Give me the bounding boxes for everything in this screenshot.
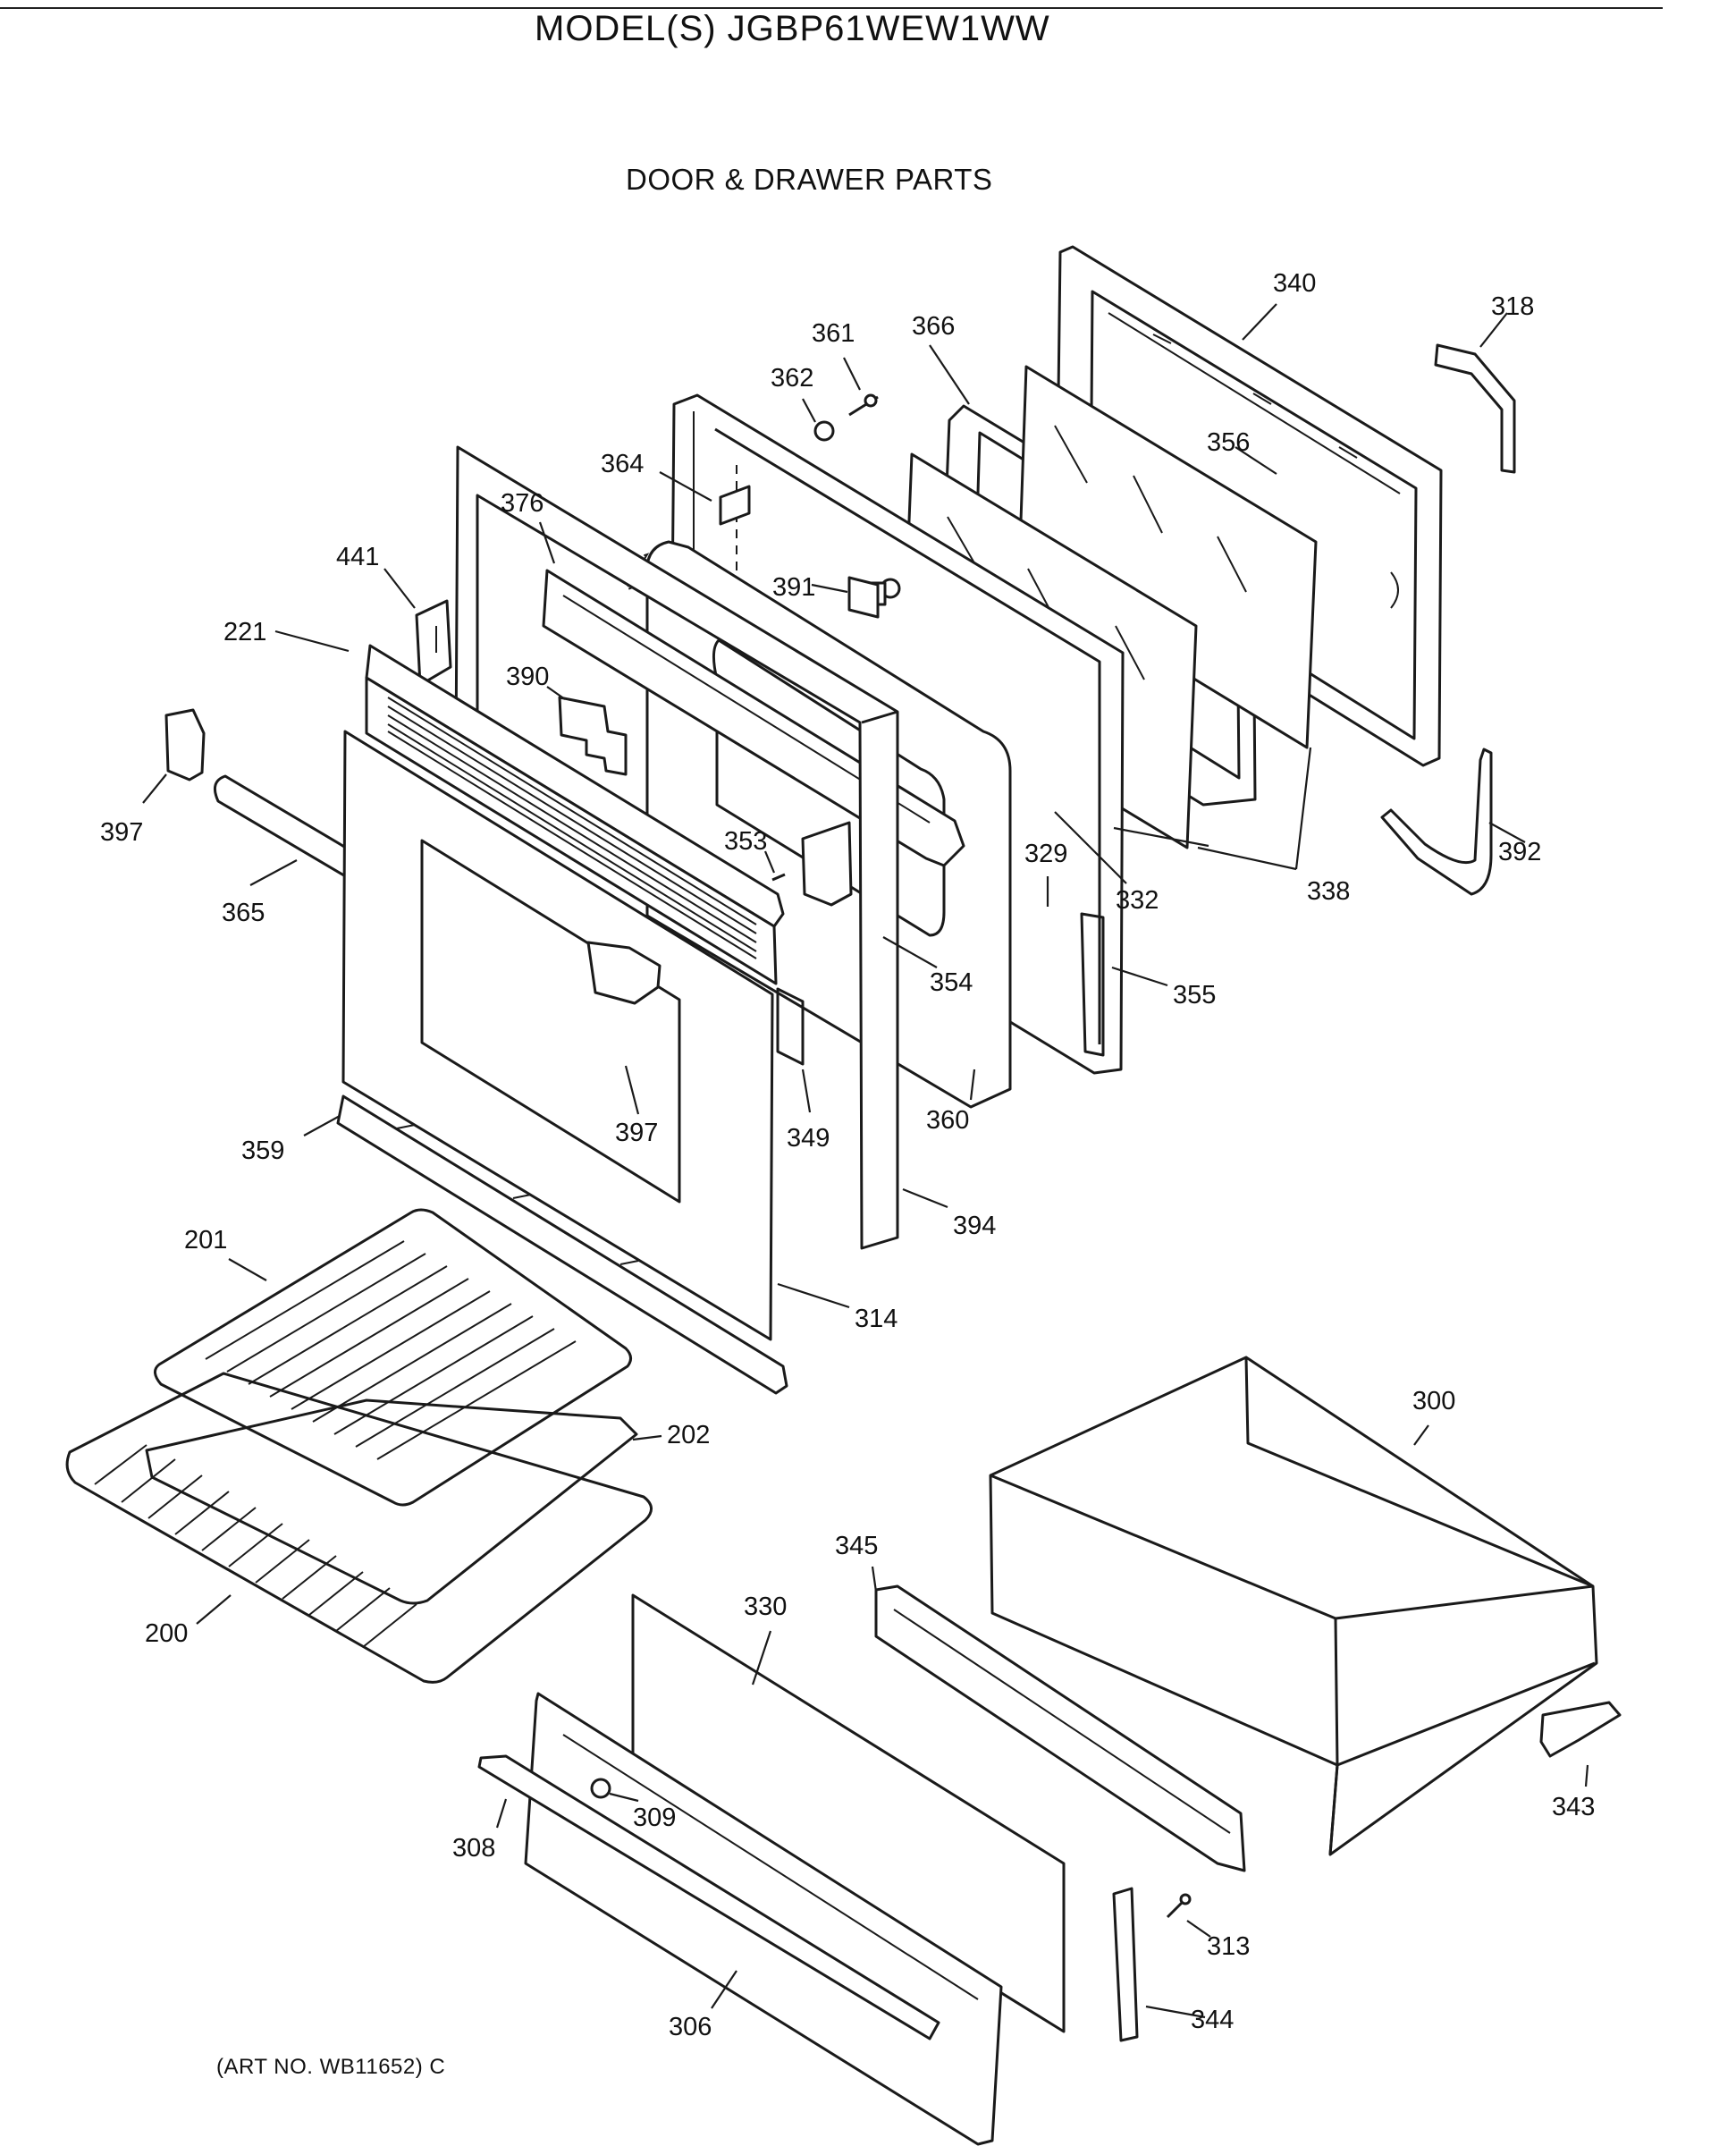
callout-308: 308	[452, 1834, 495, 1863]
gasket-318	[1434, 343, 1516, 474]
section-title: DOOR & DRAWER PARTS	[626, 163, 993, 196]
callout-349: 349	[787, 1124, 830, 1153]
callout-355: 355	[1173, 981, 1216, 1010]
callout-labels: 340 318 361 366 362 356 364 376 441 391 …	[100, 269, 1595, 2041]
callout-309: 309	[633, 1804, 676, 1832]
drawer-panel-330	[631, 1593, 1066, 2033]
vent-panel-221	[365, 644, 785, 985]
screw-361	[848, 393, 879, 417]
callout-200: 200	[145, 1619, 188, 1648]
bracket-344	[1112, 1887, 1139, 2042]
screw-313	[1166, 1893, 1192, 1919]
callout-318: 318	[1491, 292, 1534, 321]
callout-leader-lines	[142, 303, 1589, 2019]
callout-314: 314	[855, 1305, 897, 1333]
callout-359: 359	[241, 1136, 284, 1165]
model-title: MODEL(S) JGBP61WEW1WW	[535, 9, 1050, 48]
callout-361: 361	[812, 319, 855, 348]
callout-376: 376	[501, 489, 544, 518]
nut-362	[813, 420, 835, 442]
callout-201: 201	[184, 1226, 227, 1255]
bracket-397-left	[164, 708, 206, 782]
callout-221: 221	[223, 618, 266, 646]
callout-362: 362	[771, 364, 813, 393]
callout-397-door: 397	[615, 1119, 658, 1147]
callout-397-left: 397	[100, 818, 143, 847]
latch-plate-391	[847, 576, 880, 619]
callout-306: 306	[669, 2013, 712, 2041]
callout-391: 391	[772, 573, 815, 602]
callout-329: 329	[1024, 840, 1067, 868]
drawer-handle-308	[477, 1754, 940, 2040]
callout-392: 392	[1498, 838, 1541, 866]
callout-354: 354	[930, 968, 973, 997]
callout-394: 394	[953, 1212, 996, 1240]
callout-366: 366	[912, 312, 955, 341]
hinge-441	[415, 599, 452, 687]
bracket-397-door	[586, 941, 662, 1005]
roller-343	[1539, 1701, 1622, 1758]
art-number: (ART NO. WB11652) C	[216, 2055, 446, 2079]
callout-343: 343	[1552, 1793, 1595, 1821]
drawer-box-300	[989, 1356, 1598, 1856]
gasket-392	[1380, 748, 1493, 896]
broiler-pan-202	[145, 1398, 638, 1605]
callout-353: 353	[724, 827, 767, 856]
callout-365: 365	[222, 899, 265, 927]
bottom-trim-359	[336, 1094, 788, 1395]
callout-364: 364	[601, 450, 644, 478]
broiler-pan-insert-201	[154, 1208, 632, 1507]
callout-313: 313	[1207, 1932, 1250, 1961]
slide-rail-345	[874, 1584, 1246, 1872]
callout-390: 390	[506, 663, 549, 691]
callout-356: 356	[1207, 428, 1250, 457]
callout-340: 340	[1273, 269, 1316, 298]
top-rule	[0, 7, 1663, 9]
bracket-390	[558, 696, 628, 776]
trim-349	[776, 987, 805, 1066]
callout-330: 330	[744, 1593, 787, 1621]
callout-344: 344	[1191, 2006, 1234, 2034]
hinge-plate-353	[771, 821, 853, 907]
oven-rack-200	[65, 1372, 653, 1684]
callout-441: 441	[336, 543, 379, 571]
callout-345: 345	[835, 1532, 878, 1560]
callout-300: 300	[1412, 1387, 1455, 1415]
callout-332: 332	[1116, 886, 1159, 915]
callout-360: 360	[926, 1106, 969, 1135]
callout-338: 338	[1307, 877, 1350, 906]
callout-202: 202	[667, 1421, 710, 1449]
screw-309	[590, 1778, 611, 1799]
